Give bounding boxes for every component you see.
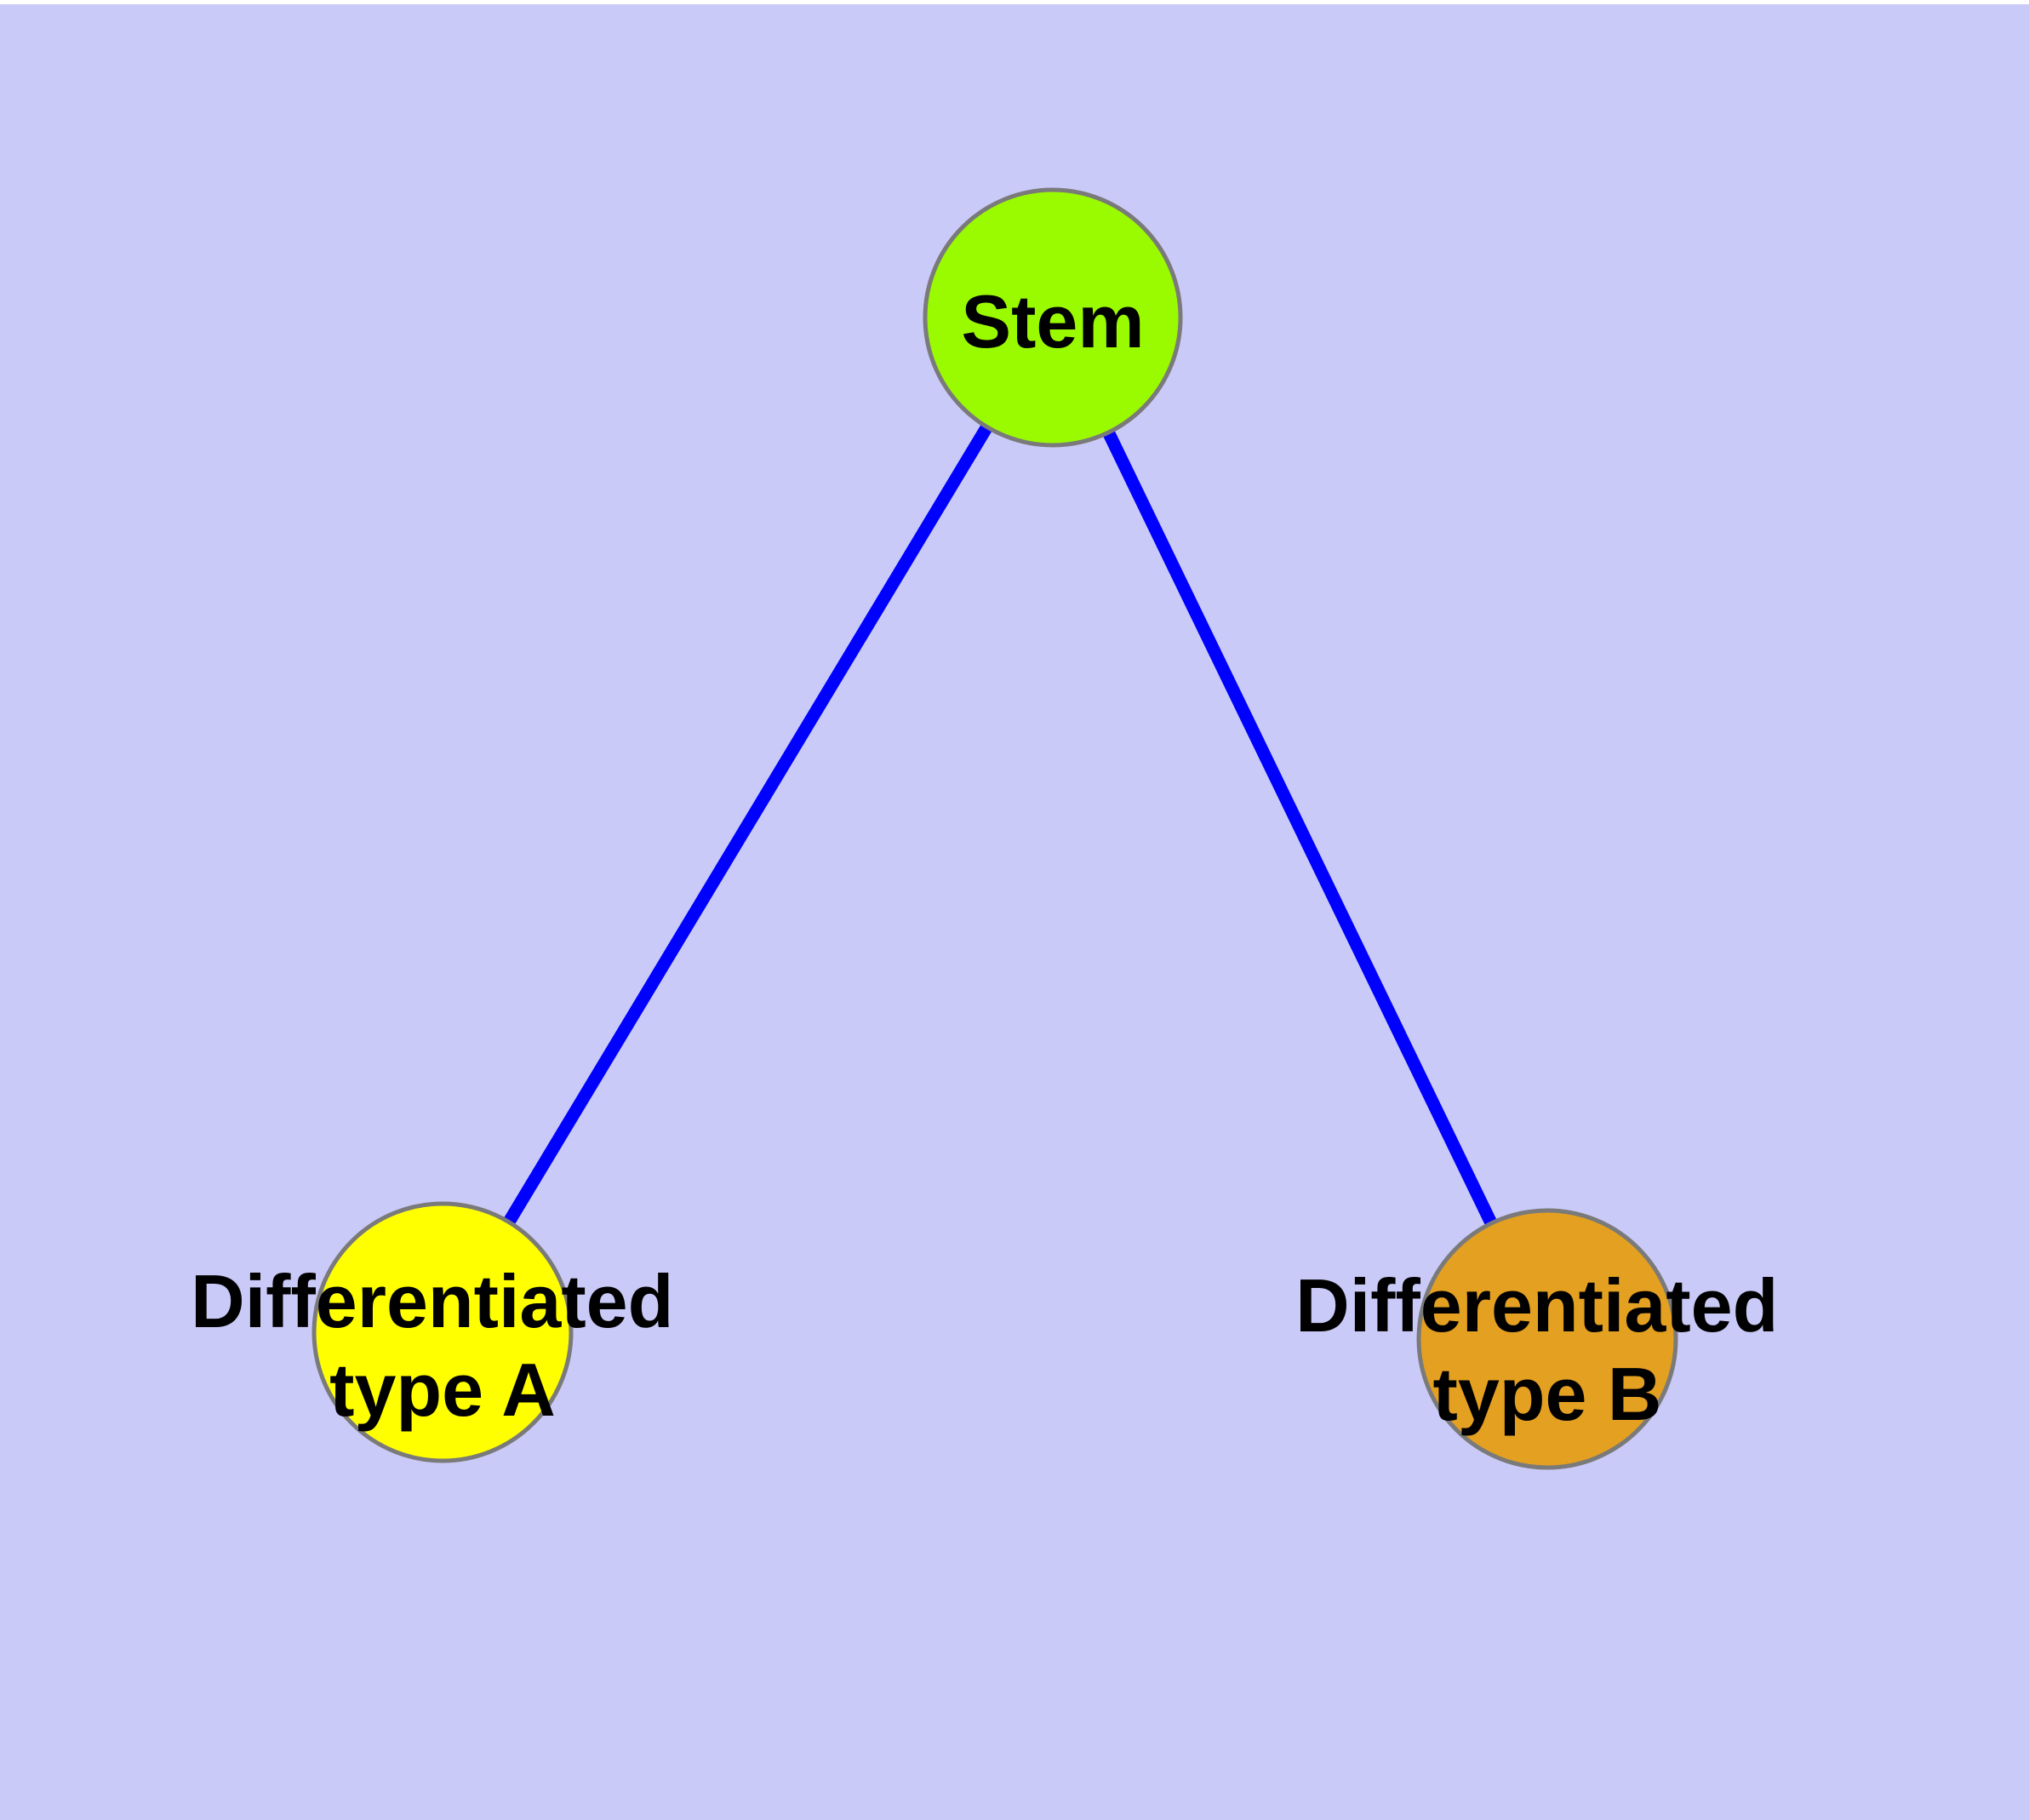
type-a-label-line-2: type A xyxy=(329,1348,556,1432)
edge-stem-to-type-a xyxy=(437,314,1059,1336)
type-b-node-circle xyxy=(1416,1208,1678,1470)
type-a-node-circle xyxy=(311,1201,574,1463)
edge-stem-to-type-b xyxy=(1047,314,1553,1342)
type-b-node-label: Differentiated type B xyxy=(1295,1263,1799,1436)
node-stem: Stem xyxy=(923,187,1183,448)
stem-node-circle xyxy=(923,187,1183,448)
node-differentiated-type-b: Differentiated type B xyxy=(1295,1208,1799,1470)
node-differentiated-type-a: Differentiated type A xyxy=(191,1201,694,1463)
type-b-label-line-2: type B xyxy=(1433,1352,1662,1436)
type-a-label-line-1: Differentiated xyxy=(191,1259,673,1343)
type-b-label-line-1: Differentiated xyxy=(1295,1263,1778,1348)
type-a-node-label: Differentiated type A xyxy=(191,1259,694,1432)
edge-group xyxy=(437,314,1553,1342)
stem-node-label: Stem xyxy=(961,279,1144,363)
top-margin-strip xyxy=(0,0,2029,4)
